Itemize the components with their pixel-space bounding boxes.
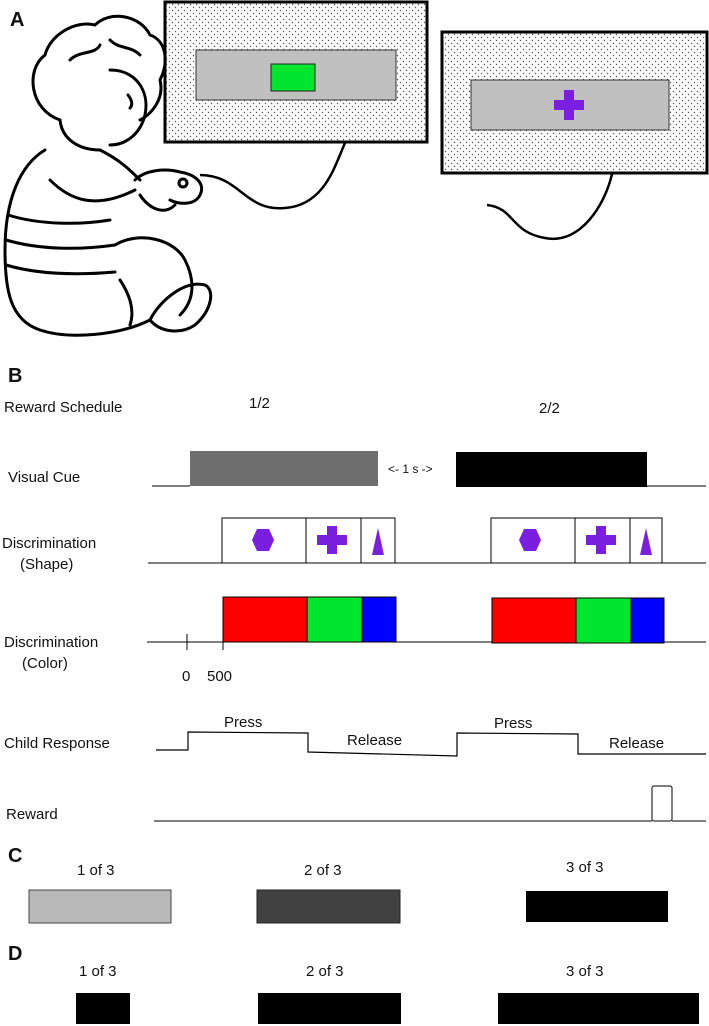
schedule-label-2: 2/2 bbox=[539, 400, 560, 417]
row-label-visual-cue: Visual Cue bbox=[8, 469, 80, 486]
panel-d-label-3: 3 of 3 bbox=[566, 963, 604, 980]
panel-d-bar-3 bbox=[498, 993, 699, 1024]
visual-cue-block-2 bbox=[456, 452, 647, 487]
panel-c-bar-3 bbox=[526, 891, 668, 922]
row-label-color-line1: Discrimination bbox=[4, 634, 98, 651]
response-label-release-2: Release bbox=[609, 735, 664, 752]
time-tick-label-0: 0 bbox=[182, 668, 190, 685]
panel-b: B Reward Schedule Visual Cue Discriminat… bbox=[2, 365, 706, 823]
color-stimulus-group-2 bbox=[491, 597, 665, 644]
cross-stimulus-2 bbox=[586, 526, 616, 554]
panel-c-label-2: 2 of 3 bbox=[304, 862, 342, 879]
child-with-controller-illustration bbox=[3, 14, 213, 337]
color-stimulus-group-1 bbox=[222, 596, 397, 643]
visual-cue-block-1 bbox=[190, 451, 378, 486]
panel-c: C 1 of 3 2 of 3 3 of 3 bbox=[8, 845, 668, 924]
time-tick-label-500: 500 bbox=[207, 668, 232, 685]
reward-pulse bbox=[651, 785, 673, 822]
color-block-green-2 bbox=[575, 597, 632, 644]
green-rectangle-stimulus bbox=[270, 63, 316, 92]
color-block-red-1 bbox=[222, 596, 308, 643]
left-monitor-cable bbox=[199, 142, 347, 210]
color-block-green-1 bbox=[306, 596, 363, 643]
response-label-release-1: Release bbox=[347, 732, 402, 749]
response-label-press-2: Press bbox=[494, 715, 532, 732]
shape-stimulus-group-2 bbox=[490, 517, 663, 564]
triangle-stimulus-2 bbox=[640, 528, 652, 555]
panel-c-label-1: 1 of 3 bbox=[77, 862, 115, 879]
panel-d-bar-1 bbox=[76, 993, 130, 1024]
right-monitor-cable bbox=[486, 173, 614, 241]
panel-c-label-3: 3 of 3 bbox=[566, 859, 604, 876]
triangle-stimulus-1 bbox=[372, 528, 384, 555]
panel-c-bar-2 bbox=[256, 889, 401, 924]
color-block-blue-1 bbox=[361, 596, 397, 643]
color-block-blue-2 bbox=[630, 597, 665, 644]
row-label-color-line2: (Color) bbox=[22, 655, 68, 672]
hexagon-stimulus-2 bbox=[519, 529, 541, 551]
purple-cross-stimulus bbox=[554, 90, 584, 120]
panel-c-letter: C bbox=[8, 845, 22, 867]
shape-stimulus-group-1 bbox=[221, 517, 396, 564]
panel-b-letter: B bbox=[8, 365, 22, 387]
child-response-trace bbox=[156, 731, 706, 757]
schedule-label-1: 1/2 bbox=[249, 395, 270, 412]
panel-c-bar-1 bbox=[28, 889, 172, 924]
panel-d-label-1: 1 of 3 bbox=[79, 963, 117, 980]
hexagon-stimulus-1 bbox=[252, 529, 274, 551]
panel-d-label-2: 2 of 3 bbox=[306, 963, 344, 980]
interval-label: <- 1 s -> bbox=[388, 462, 433, 476]
row-label-reward: Reward bbox=[6, 806, 58, 823]
panel-d-bar-2 bbox=[258, 993, 401, 1024]
panel-d: D 1 of 3 2 of 3 3 of 3 bbox=[8, 943, 699, 1024]
row-label-reward-schedule: Reward Schedule bbox=[4, 399, 122, 416]
row-label-shape-line2: (Shape) bbox=[20, 556, 73, 573]
right-monitor bbox=[440, 30, 709, 241]
response-label-press-1: Press bbox=[224, 714, 262, 731]
row-label-child-response: Child Response bbox=[4, 735, 110, 752]
panel-a-letter: A bbox=[10, 9, 24, 31]
panel-d-letter: D bbox=[8, 943, 22, 965]
color-block-red-2 bbox=[491, 597, 577, 644]
left-monitor bbox=[163, 0, 429, 210]
panel-a: A bbox=[3, 0, 709, 337]
row-label-shape-line1: Discrimination bbox=[2, 535, 96, 552]
cross-stimulus-1 bbox=[317, 526, 347, 554]
